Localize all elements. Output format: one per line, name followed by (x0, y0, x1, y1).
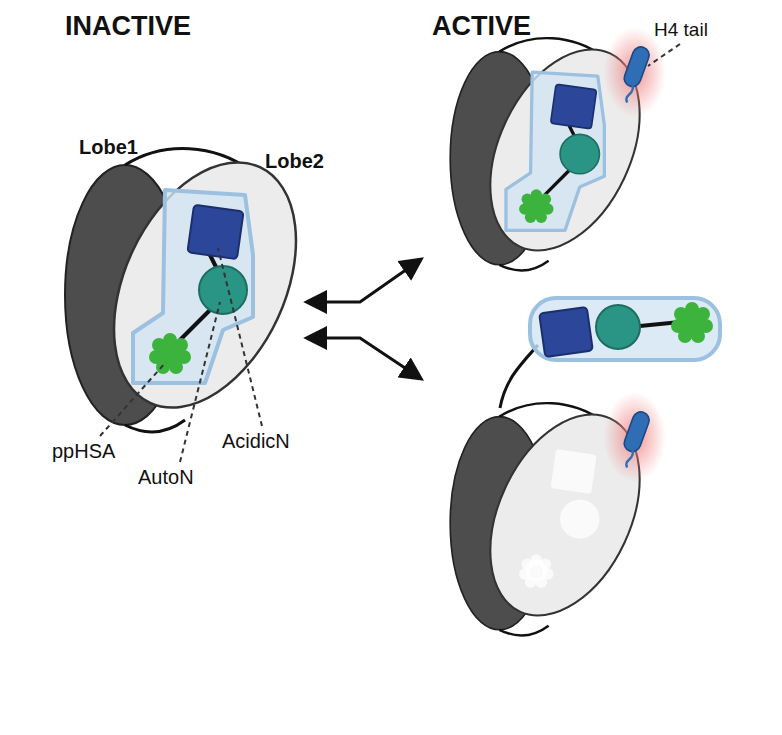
state-title: INACTIVE (65, 12, 191, 42)
released-domains (500, 298, 720, 408)
lobe-label: Lobe2 (262, 150, 327, 172)
lobe-name: Lobe1 (76, 136, 141, 158)
leader-line (648, 44, 680, 66)
lobe-label: Lobe1 (76, 136, 141, 158)
part-label: AutoN (138, 466, 194, 488)
part-label: AcidicN (222, 430, 290, 452)
active-complex-released (450, 391, 669, 640)
transition-arrows (308, 260, 420, 378)
state-title: ACTIVE (432, 12, 531, 42)
lobe-name: Lobe2 (262, 150, 327, 172)
part-label: ppHSA (52, 440, 115, 462)
part-label: H4 tail (654, 20, 708, 41)
leader-lines (100, 248, 262, 462)
active-complex-bound (450, 26, 669, 275)
